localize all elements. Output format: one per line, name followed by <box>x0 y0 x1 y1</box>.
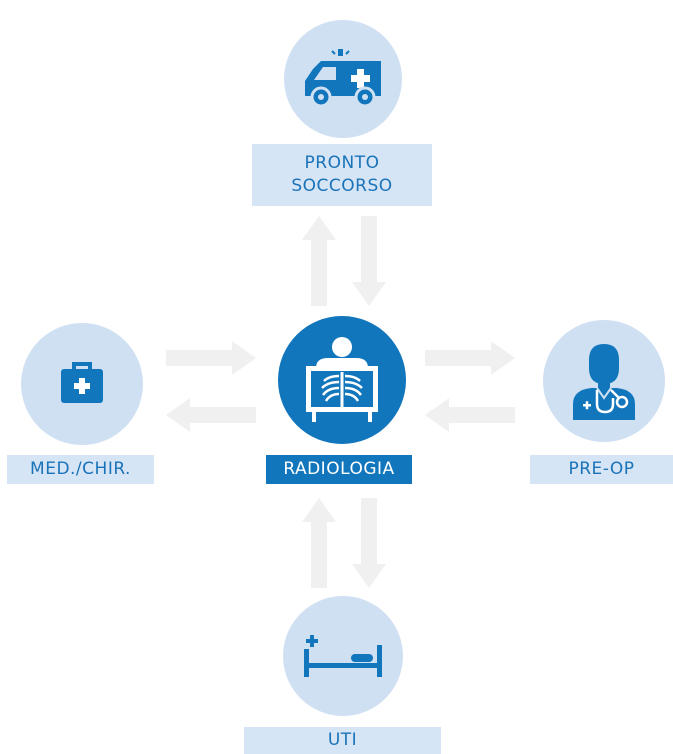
radiologia-label-text: RADIOLOGIA <box>283 459 395 479</box>
pre-op-label-text: PRE-OP <box>568 459 635 479</box>
med-chir-label-text: MED./CHIR. <box>30 459 131 479</box>
medical-kit-icon <box>57 361 107 407</box>
arrow-right-to-pre-op <box>425 341 515 375</box>
arrow-up-to-pronto-soccorso <box>302 216 336 306</box>
radiologia-label: RADIOLOGIA <box>266 455 412 484</box>
arrow-up-to-radiologia-from-bottom <box>302 498 336 588</box>
hospital-bed-icon <box>301 633 385 679</box>
pronto-soccorso-label-line1: PRONTO <box>304 153 380 173</box>
arrow-down-to-uti <box>352 498 386 588</box>
med-chir-label: MED./CHIR. <box>7 455 154 484</box>
xray-icon <box>302 334 382 426</box>
pronto-soccorso-label: PRONTO SOCCORSO <box>252 144 432 206</box>
arrow-left-to-radiologia-from-right <box>425 398 515 432</box>
ambulance-icon <box>301 49 385 109</box>
arrow-right-to-radiologia-from-left <box>166 341 256 375</box>
uti-label-text: UTI <box>327 730 358 750</box>
pre-op-node <box>543 320 665 442</box>
arrow-left-to-med-chir <box>166 398 256 432</box>
uti-node <box>283 596 403 716</box>
uti-label: UTI <box>244 727 441 754</box>
pronto-soccorso-label-line2: SOCCORSO <box>291 176 393 196</box>
pronto-soccorso-node <box>284 20 402 138</box>
arrow-down-to-radiologia-from-top <box>352 216 386 306</box>
radiologia-node <box>278 316 406 444</box>
med-chir-node <box>21 323 143 445</box>
pre-op-label: PRE-OP <box>530 455 673 484</box>
doctor-icon <box>569 340 639 422</box>
